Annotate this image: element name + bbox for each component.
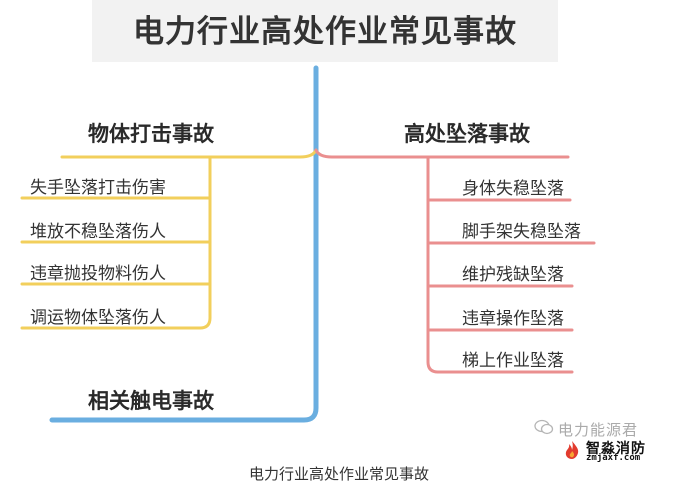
- leaf-fall-3: 维护残缺坠落: [462, 265, 564, 285]
- title-background: [92, 0, 558, 62]
- branch-title-object-strike: 物体打击事故: [88, 122, 214, 146]
- left-branch-line: [60, 148, 318, 159]
- leaf-fall-2: 脚手架失稳坠落: [462, 222, 581, 242]
- logo-name: 智淼消防: [586, 441, 646, 457]
- brand-logo: 智淼消防 zmjaxf.com: [562, 438, 652, 464]
- right-sub-line: [426, 155, 440, 374]
- leaf-fall-1: 身体失稳坠落: [462, 179, 564, 199]
- leaf-object-strike-1: 失手坠落打击伤害: [30, 178, 166, 198]
- watermark-account: 电力能源君: [558, 421, 639, 439]
- trunk-line: [49, 65, 319, 423]
- leaf-fall-5: 梯上作业坠落: [462, 351, 564, 371]
- logo-url: zmjaxf.com: [586, 453, 641, 463]
- leaf-object-strike-3: 违章抛投物料伤人: [30, 264, 166, 284]
- branch-title-fall-from-height: 高处坠落事故: [404, 122, 530, 146]
- leaf-object-strike-2: 堆放不稳坠落伤人: [30, 222, 166, 242]
- chat-bubble-icon: [534, 419, 554, 435]
- image-caption: 电力行业高处作业常见事故: [248, 465, 429, 483]
- leaf-object-strike-4: 调运物体坠落伤人: [30, 308, 166, 328]
- flame-logo-icon: [565, 441, 579, 459]
- right-branch-line: [314, 148, 570, 159]
- diagram-title: 电力行业高处作业常见事故: [133, 14, 517, 50]
- left-sub-line: [198, 155, 212, 330]
- branch-title-electric-shock: 相关触电事故: [88, 389, 214, 413]
- leaf-fall-4: 违章操作坠落: [462, 309, 564, 329]
